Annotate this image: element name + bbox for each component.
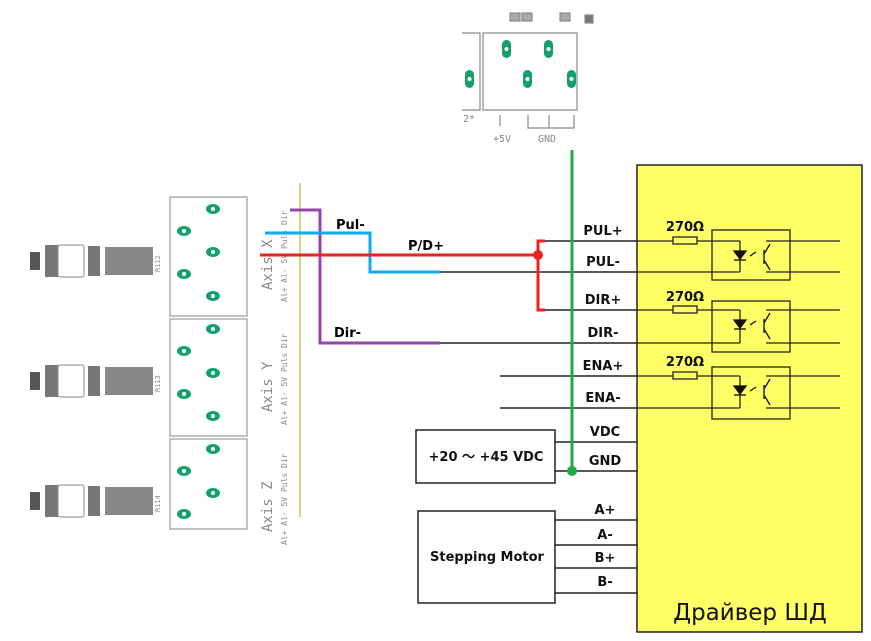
wire-label-pd-plus: P/D+ [408,239,444,254]
part-r113: R113 [154,375,162,392]
driver-box [636,164,863,633]
axis-x-title: Axis X [260,239,276,290]
axis-z-pins: Al+ Al- 5V Puls Dir [280,453,289,545]
axis-y-pins: Al+ Al- 5V Puls Dir [280,333,289,425]
led-transistor-icons [732,243,771,406]
resistor-label-2: 270Ω [666,290,704,305]
resistor-label-3: 270Ω [666,355,704,370]
power-supply-label: +20 ～ +45 VDC [429,450,544,465]
label-b-plus: B+ [595,551,616,566]
label-2: 2* [463,114,475,125]
resistor-label-1: 270Ω [666,220,704,235]
label-pul-plus: PUL+ [583,224,622,239]
label-ena-plus: ENA+ [583,359,624,374]
label-dir-minus: DIR- [587,326,618,341]
junction-red [533,250,543,260]
wire-dir-minus [290,208,440,345]
label-gnd-driver: GND [589,454,622,469]
wire-label-pul-minus: Pul- [336,218,365,233]
label-5v: +5V [493,134,511,145]
label-dir-plus: DIR+ [585,293,622,308]
label-a-plus: A+ [595,503,616,518]
motor-box [417,510,556,604]
pcb-power-connector [462,12,594,129]
wire-pul-minus [265,231,440,274]
part-r114: R114 [154,495,162,512]
label-pul-minus: PUL- [586,255,620,270]
label-ena-minus: ENA- [585,391,620,406]
power-supply-box [415,429,556,484]
wire-label-dir-minus: Dir- [334,326,361,341]
junction-green [567,466,577,476]
label-a-minus: A- [597,528,612,543]
label-b-minus: B- [597,575,612,590]
wire-pd-plus-branch [536,239,545,312]
label-gnd: GND [538,134,556,145]
pcb-components [30,244,153,518]
axis-terminal-blocks [169,196,248,530]
axis-y-title: Axis Y [260,361,276,412]
driver-title: Драйвер ШД [673,600,827,626]
label-vdc: VDC [590,425,620,440]
motor-label: Stepping Motor [430,550,545,565]
axis-z-title: Axis Z [260,481,276,532]
optocouplers [637,229,840,420]
pcb-pads-top [465,40,576,88]
part-r112: R112 [154,255,162,272]
